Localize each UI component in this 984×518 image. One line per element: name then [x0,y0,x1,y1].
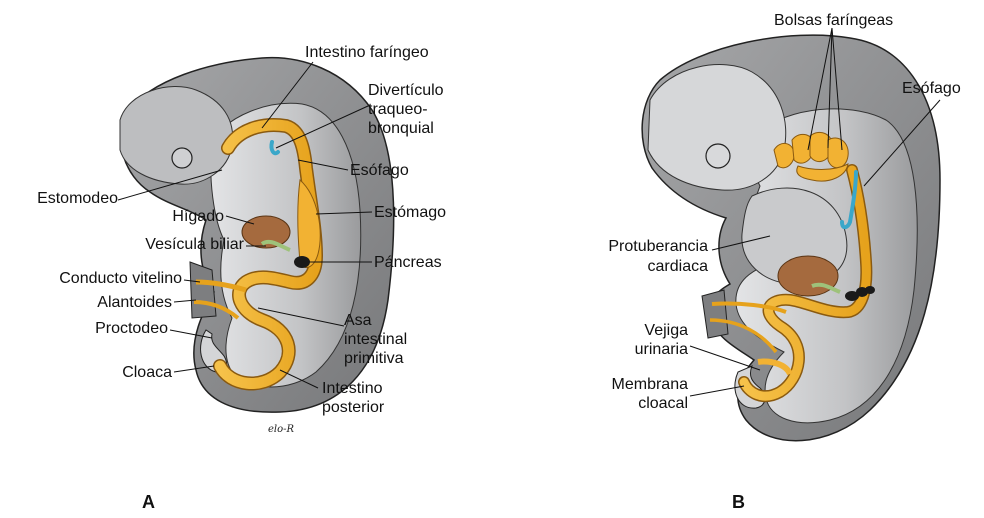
label-conducto: Conducto vitelino [0,270,182,288]
label-esofago-a: Esófago [350,162,409,180]
label-diverticulo-line3: bronquial [368,120,434,138]
label-membrana-line1: Membrana [580,376,688,394]
label-intestino-faringeo: Intestino faríngeo [305,44,429,62]
embryo-a-stalk [190,262,216,318]
embryo-a-eye [172,148,192,168]
label-cloaca: Cloaca [60,364,172,382]
label-vejiga-line2: urinaria [590,341,688,359]
embryo-b-head [648,65,786,191]
embryo-b-stalk [702,290,728,338]
label-vesicula: Vesícula biliar [60,236,244,254]
label-vejiga-line1: Vejiga [590,322,688,340]
label-pancreas: Páncreas [374,254,442,272]
embryo-a-head [120,87,233,185]
label-diverticulo-line2: traqueo- [368,101,428,119]
label-estomago: Estómago [374,204,446,222]
label-membrana-line2: cloacal [580,395,688,413]
label-protuberancia-line2: cardiaca [560,258,708,276]
label-bolsas: Bolsas faríngeas [774,12,893,30]
liver-b [778,256,838,296]
label-estomodeo: Estomodeo [10,190,118,208]
label-proctodeo: Proctodeo [40,320,168,338]
panel-letter-a: A [142,492,155,513]
artist-signature: elo-R [268,424,294,435]
label-posterior-line2: posterior [322,399,384,417]
panel-letter-b: B [732,492,745,513]
label-diverticulo-line1: Divertículo [368,82,444,100]
embryo-b-eye [706,144,730,168]
label-asa-line1: Asa [344,312,372,330]
label-posterior-line1: Intestino [322,380,382,398]
label-asa-line2: intestinal [344,331,407,349]
label-asa-line3: primitiva [344,350,404,368]
label-protuberancia-line1: Protuberancia [560,238,708,256]
label-alantoides: Alantoides [40,294,172,312]
label-higado: Hígado [110,208,224,226]
pancreas-a [294,256,310,268]
label-esofago-b: Esófago [902,80,961,98]
